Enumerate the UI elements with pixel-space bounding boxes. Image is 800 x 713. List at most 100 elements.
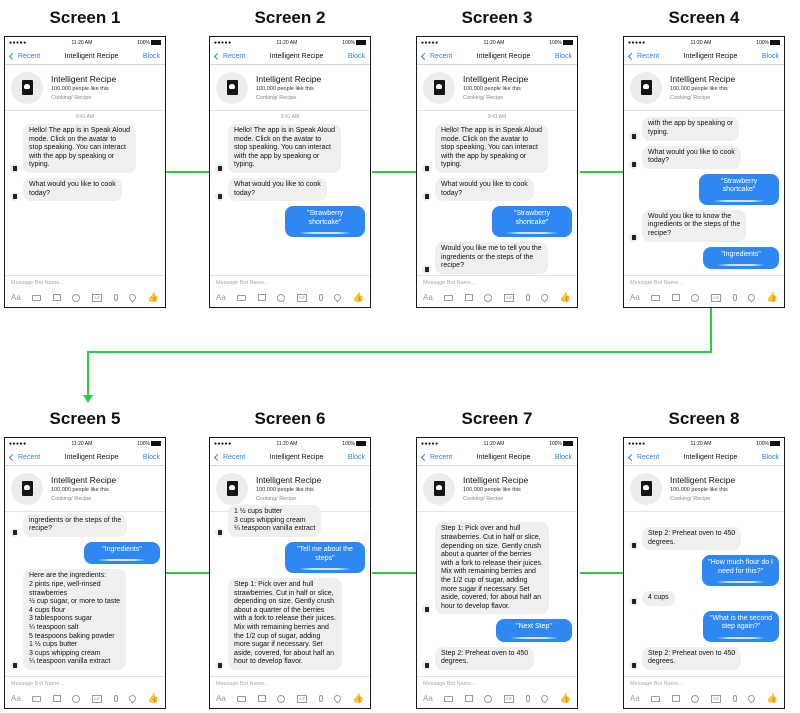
mic-icon[interactable] — [732, 294, 737, 301]
back-button[interactable]: Recent — [420, 453, 452, 461]
back-button[interactable]: Recent — [627, 453, 659, 461]
bot-mini-avatar[interactable] — [10, 661, 19, 670]
location-icon[interactable] — [539, 292, 550, 303]
block-button[interactable]: Block — [761, 52, 779, 60]
location-icon[interactable] — [127, 693, 138, 704]
aa-icon[interactable]: Aa — [11, 694, 21, 703]
back-button[interactable]: Recent — [420, 52, 452, 60]
mic-icon[interactable] — [113, 294, 118, 301]
location-icon[interactable] — [746, 693, 757, 704]
gif-icon[interactable]: GIF — [91, 694, 103, 703]
smile-icon[interactable] — [484, 694, 493, 703]
chat-area[interactable]: ingredients or the steps of the recipe?"… — [5, 512, 165, 678]
block-button[interactable]: Block — [142, 453, 160, 461]
smile-icon[interactable] — [484, 293, 493, 302]
aa-icon[interactable]: Aa — [216, 293, 226, 302]
mic-icon[interactable] — [525, 695, 530, 702]
image-icon[interactable] — [52, 695, 61, 702]
back-button[interactable]: Recent — [627, 52, 659, 60]
mic-icon[interactable] — [318, 294, 323, 301]
smile-icon[interactable] — [72, 293, 81, 302]
bot-mini-avatar[interactable] — [215, 192, 224, 202]
bot-mini-avatar[interactable] — [629, 661, 638, 670]
image-icon[interactable] — [257, 294, 266, 301]
location-icon[interactable] — [746, 292, 757, 303]
bot-mini-avatar[interactable] — [629, 596, 638, 606]
chat-area[interactable]: Step 1: Pick over and hull strawberries.… — [417, 512, 577, 678]
image-icon[interactable] — [464, 294, 473, 301]
aa-icon[interactable]: Aa — [11, 293, 21, 302]
camera-icon[interactable] — [444, 695, 454, 702]
bot-avatar[interactable] — [630, 472, 662, 505]
bot-avatar[interactable] — [423, 71, 455, 104]
bot-mini-avatar[interactable] — [629, 131, 638, 141]
back-button[interactable]: Recent — [8, 52, 40, 60]
gif-icon[interactable]: GIF — [91, 293, 103, 302]
smile-icon[interactable] — [691, 293, 700, 302]
mic-icon[interactable] — [113, 695, 118, 702]
bot-mini-avatar[interactable] — [422, 163, 431, 173]
block-button[interactable]: Block — [142, 52, 160, 60]
smile-icon[interactable] — [72, 694, 81, 703]
message-input[interactable]: Message Bot Name... — [216, 681, 269, 687]
smile-icon[interactable] — [691, 694, 700, 703]
image-icon[interactable] — [52, 294, 61, 301]
chat-area[interactable]: Step 2: Preheat oven to 450 degrees."How… — [624, 512, 784, 678]
like-icon[interactable]: 👍 — [352, 292, 364, 302]
bot-mini-avatar[interactable] — [629, 541, 638, 551]
message-input[interactable]: Message Bot Name... — [11, 681, 64, 687]
like-icon[interactable]: 👍 — [766, 292, 778, 302]
bot-mini-avatar[interactable] — [422, 264, 431, 274]
bot-mini-avatar[interactable] — [629, 232, 638, 242]
bot-mini-avatar[interactable] — [215, 528, 224, 538]
like-icon[interactable]: 👍 — [766, 693, 778, 703]
gif-icon[interactable]: GIF — [296, 293, 308, 302]
bot-mini-avatar[interactable] — [422, 605, 431, 615]
smile-icon[interactable] — [277, 293, 286, 302]
bot-mini-avatar[interactable] — [422, 661, 431, 670]
camera-icon[interactable] — [32, 294, 42, 301]
camera-icon[interactable] — [32, 695, 42, 702]
location-icon[interactable] — [539, 693, 550, 704]
gif-icon[interactable]: GIF — [710, 293, 722, 302]
block-button[interactable]: Block — [554, 52, 572, 60]
camera-icon[interactable] — [237, 294, 247, 301]
camera-icon[interactable] — [651, 294, 661, 301]
aa-icon[interactable]: Aa — [630, 293, 640, 302]
bot-mini-avatar[interactable] — [215, 661, 224, 670]
like-icon[interactable]: 👍 — [352, 693, 364, 703]
message-input[interactable]: Message Bot Name... — [11, 280, 64, 286]
block-button[interactable]: Block — [761, 453, 779, 461]
back-button[interactable]: Recent — [213, 52, 245, 60]
message-input[interactable]: Message Bot Name... — [216, 280, 269, 286]
camera-icon[interactable] — [237, 695, 247, 702]
bot-avatar[interactable] — [216, 472, 248, 505]
location-icon[interactable] — [127, 292, 138, 303]
gif-icon[interactable]: GIF — [503, 694, 515, 703]
aa-icon[interactable]: Aa — [423, 694, 433, 703]
smile-icon[interactable] — [277, 694, 286, 703]
back-button[interactable]: Recent — [8, 453, 40, 461]
mic-icon[interactable] — [525, 294, 530, 301]
bot-avatar[interactable] — [11, 472, 43, 505]
message-input[interactable]: Message Bot Name... — [630, 681, 683, 687]
like-icon[interactable]: 👍 — [559, 292, 571, 302]
bot-mini-avatar[interactable] — [422, 192, 431, 202]
like-icon[interactable]: 👍 — [147, 693, 159, 703]
message-input[interactable]: Message Bot Name... — [630, 280, 683, 286]
aa-icon[interactable]: Aa — [423, 293, 433, 302]
bot-mini-avatar[interactable] — [10, 192, 19, 202]
gif-icon[interactable]: GIF — [503, 293, 515, 302]
block-button[interactable]: Block — [347, 453, 365, 461]
image-icon[interactable] — [671, 695, 680, 702]
gif-icon[interactable]: GIF — [296, 694, 308, 703]
like-icon[interactable]: 👍 — [559, 693, 571, 703]
image-icon[interactable] — [464, 695, 473, 702]
chat-area[interactable]: 1 ½ cups butter 3 cups whipping cream ¼ … — [210, 505, 370, 678]
chat-area[interactable]: with the app by speaking or typing.What … — [624, 111, 784, 277]
bot-avatar[interactable] — [423, 472, 455, 505]
location-icon[interactable] — [332, 693, 343, 704]
